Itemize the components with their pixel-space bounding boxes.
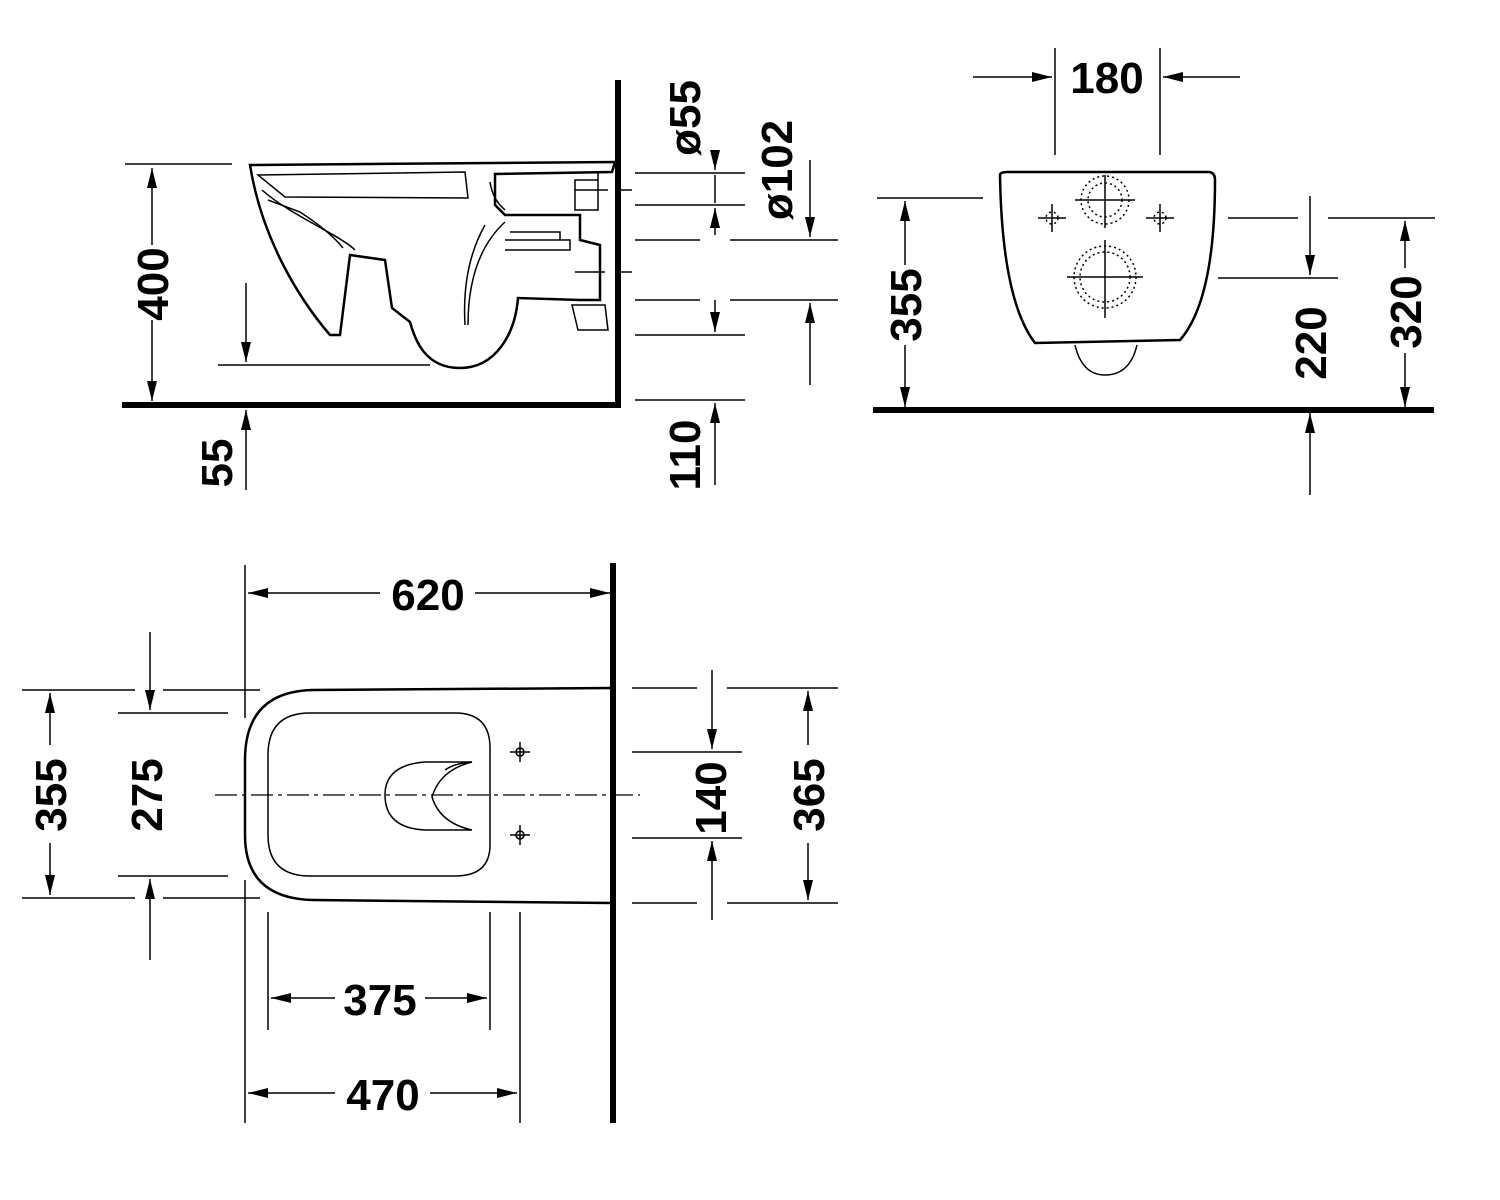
dim-110-label: 110 bbox=[661, 420, 710, 491]
dim-dia55-label: ø55 bbox=[661, 80, 710, 156]
dim-180-label: 180 bbox=[1070, 54, 1143, 103]
dim-140-label: 140 bbox=[687, 761, 736, 834]
dim-365-label: 365 bbox=[785, 758, 834, 831]
inlet-circle bbox=[1075, 175, 1135, 228]
back-view: 180 355 220 320 bbox=[873, 48, 1435, 495]
dim-355-top-label: 355 bbox=[27, 758, 76, 831]
dim-dia102-label: ø102 bbox=[753, 120, 802, 220]
dim-400-label: 400 bbox=[129, 247, 178, 320]
dim-55-label: 55 bbox=[193, 439, 242, 488]
fixing-hole-left bbox=[1038, 204, 1066, 232]
top-view: 620 355 275 140 365 375 bbox=[22, 563, 838, 1123]
dim-320-label: 320 bbox=[1382, 275, 1431, 348]
toilet-side-profile bbox=[248, 160, 617, 370]
toilet-bowl-opening bbox=[267, 712, 491, 877]
side-view: 400 55 ø55 ø102 110 bbox=[122, 80, 838, 490]
dim-355-back-label: 355 bbox=[882, 268, 931, 341]
dim-220-label: 220 bbox=[1287, 306, 1336, 379]
dim-375-label: 375 bbox=[343, 976, 416, 1025]
toilet-top-outline bbox=[243, 686, 613, 905]
dim-275-label: 275 bbox=[123, 758, 172, 831]
fixing-hole-bottom bbox=[510, 825, 530, 845]
dim-620-label: 620 bbox=[391, 571, 464, 620]
toilet-back-profile bbox=[998, 170, 1217, 345]
fixing-hole-top bbox=[510, 742, 530, 762]
outlet-circle bbox=[1067, 240, 1143, 318]
dim-470-label: 470 bbox=[346, 1071, 419, 1120]
fixing-hole-right bbox=[1146, 204, 1174, 232]
